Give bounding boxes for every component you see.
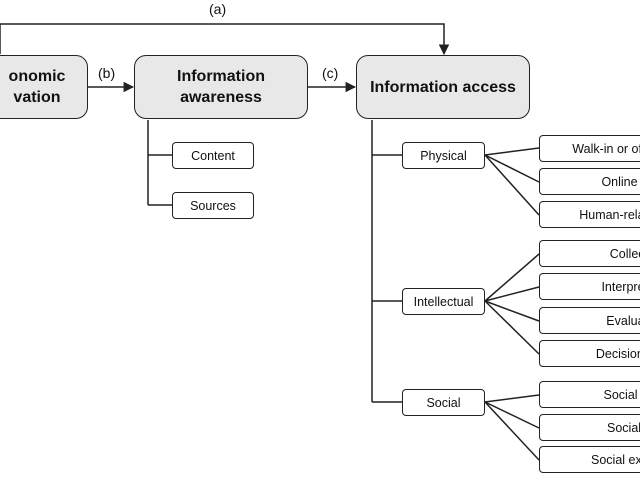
information-awareness-node: Information awareness <box>134 55 308 119</box>
social-leaf-item: Social exc <box>539 446 640 473</box>
access-tree-connector <box>371 120 402 403</box>
intellectual-leaf-item: Evaluat <box>539 307 640 334</box>
content-node: Content <box>172 142 254 169</box>
economic-motivation-line-1: onomic <box>8 68 66 85</box>
edge-a-connector <box>0 23 450 56</box>
intellectual-leaf-item: Interpret <box>539 273 640 300</box>
intellectual-leaf-item: Collect <box>539 240 640 267</box>
information-awareness-line-1: Information <box>177 68 265 85</box>
intellectual-fanout-connector <box>484 253 540 355</box>
physical-leaf-item: Online a <box>539 168 640 195</box>
economic-motivation-node: onomic vation <box>0 55 88 119</box>
physical-leaf-item: Human-relat <box>539 201 640 228</box>
awareness-tree-connector <box>147 120 172 206</box>
edge-label-b: (b) <box>98 65 116 81</box>
intellectual-node: Intellectual <box>402 288 485 315</box>
information-access-node: Information access <box>356 55 530 119</box>
social-fanout-connector <box>484 394 540 461</box>
physical-leaf-item: Walk-in or offl <box>539 135 640 162</box>
social-leaf-item: Social t <box>539 414 640 441</box>
sources-node: Sources <box>172 192 254 219</box>
intellectual-leaf-item: Decision- <box>539 340 640 367</box>
economic-motivation-line-2: vation <box>13 89 61 106</box>
social-node: Social <box>402 389 485 416</box>
edge-label-c: (c) <box>322 65 339 81</box>
information-awareness-line-2: awareness <box>180 89 262 106</box>
social-leaf-item: Social n <box>539 381 640 408</box>
edge-label-a: (a) <box>209 1 227 17</box>
physical-fanout-connector <box>484 147 540 216</box>
physical-node: Physical <box>402 142 485 169</box>
